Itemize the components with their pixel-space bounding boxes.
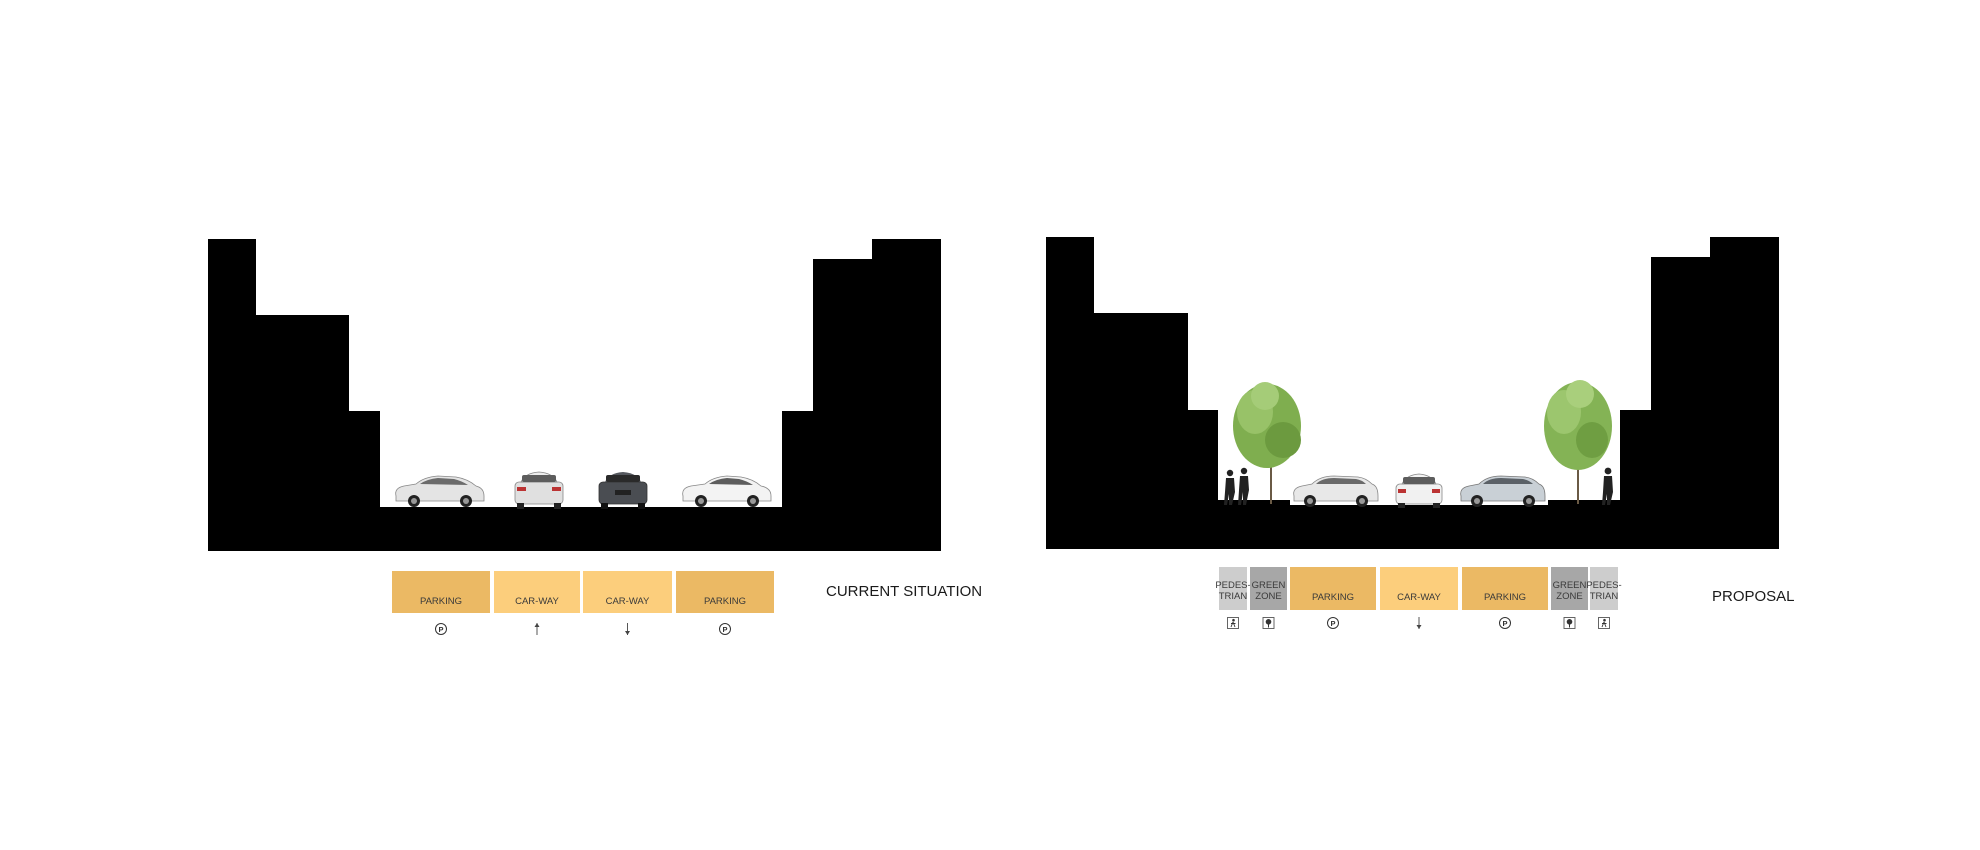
car-side-view xyxy=(1293,475,1379,507)
lane-parking: PARKING P xyxy=(1462,567,1548,629)
lane-block xyxy=(494,571,580,613)
car-front-view xyxy=(598,472,648,509)
lane-label: PARKING xyxy=(704,596,746,607)
tree-icon xyxy=(1563,617,1576,629)
proposal-section-title: PROPOSAL xyxy=(1712,588,1795,605)
sidewalk-step xyxy=(1548,500,1620,505)
lane-block xyxy=(1380,567,1458,610)
lane-block xyxy=(1462,567,1548,610)
up-arrow-icon xyxy=(534,623,540,635)
lane-label: PEDES-TRIAN xyxy=(1215,580,1250,602)
parking-icon: P xyxy=(1499,617,1511,629)
lane-block xyxy=(676,571,774,613)
pedestrian-icon xyxy=(1598,617,1610,629)
parking-icon: P xyxy=(435,623,447,635)
lane-block xyxy=(1250,567,1287,610)
lane-pedestrian: PEDES-TRIAN xyxy=(1586,567,1622,629)
current-buildings-silhouette xyxy=(208,239,941,551)
parking-icon: P xyxy=(1327,617,1339,629)
lane-block xyxy=(1290,567,1376,610)
lane-parking: PARKING P xyxy=(392,571,490,635)
pedestrian-figure xyxy=(1224,467,1613,505)
car-rear-view xyxy=(1395,473,1443,508)
lane-parking: PARKING P xyxy=(676,571,774,635)
pedestrian-icon xyxy=(1227,617,1239,629)
proposal-buildings-silhouette xyxy=(1046,237,1779,549)
lane-carway: CAR-WAY xyxy=(583,571,672,635)
current-section: PARKING P CAR-WAY CAR-WAY PARKING P CURRENT S… xyxy=(208,239,982,635)
svg-text:P: P xyxy=(438,625,443,634)
lane-label: PEDES-TRIAN xyxy=(1586,580,1621,602)
lane-block xyxy=(1551,567,1588,610)
car-rear-view xyxy=(514,471,564,509)
sidewalk-step xyxy=(1218,500,1290,505)
tree-icon xyxy=(1262,617,1275,629)
car-side-view xyxy=(395,475,485,507)
current-lane-strip: PARKING P CAR-WAY CAR-WAY PARKING P xyxy=(392,571,774,635)
lane-carway: CAR-WAY xyxy=(1380,567,1458,629)
svg-text:P: P xyxy=(1502,619,1507,628)
current-section-title: CURRENT SITUATION xyxy=(826,583,982,600)
lane-label: PARKING xyxy=(420,596,462,607)
svg-text:P: P xyxy=(722,625,727,634)
lane-block xyxy=(1219,567,1247,610)
car-side-view xyxy=(682,475,772,507)
lane-carway: CAR-WAY xyxy=(494,571,580,635)
lane-block xyxy=(392,571,490,613)
down-arrow-icon xyxy=(625,623,630,635)
lane-label: PARKING xyxy=(1312,592,1354,603)
down-arrow-icon xyxy=(1416,617,1422,629)
lane-block xyxy=(583,571,672,613)
street-tree xyxy=(1233,382,1301,504)
svg-text:P: P xyxy=(1330,619,1335,628)
parking-icon: P xyxy=(719,623,731,635)
car-side-view xyxy=(1460,475,1546,507)
lane-label: CAR-WAY xyxy=(606,596,650,607)
lane-label: PARKING xyxy=(1484,592,1526,603)
lane-block xyxy=(1590,567,1618,610)
lane-label: CAR-WAY xyxy=(1397,592,1441,603)
street-tree xyxy=(1544,380,1612,504)
lane-parking: PARKING P xyxy=(1290,567,1376,629)
lane-label: CAR-WAY xyxy=(515,596,559,607)
lane-pedestrian: PEDES-TRIAN xyxy=(1215,567,1251,629)
